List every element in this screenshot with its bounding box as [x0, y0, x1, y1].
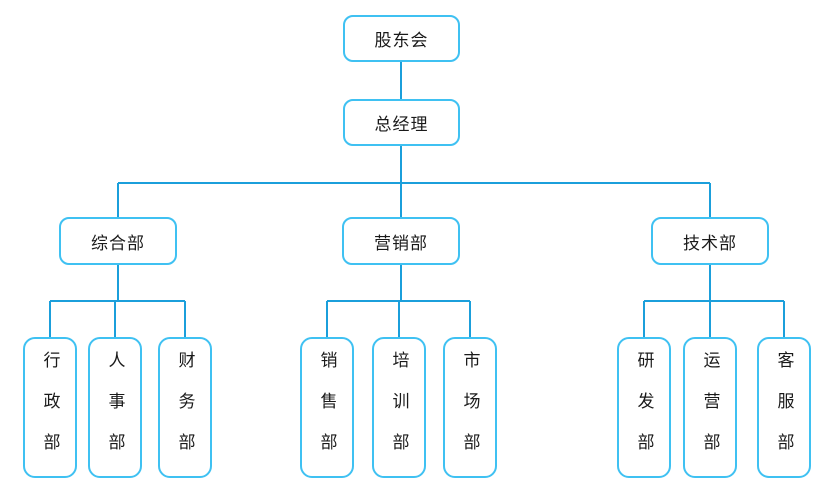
node-sub-training: 培训部: [372, 337, 426, 478]
node-dept-marketing: 营销部: [342, 217, 460, 265]
node-dept-general: 综合部: [59, 217, 177, 265]
node-sub-operations: 运营部: [683, 337, 737, 478]
node-label: 人事部: [105, 351, 125, 474]
node-label: 客服部: [774, 351, 794, 474]
node-label: 技术部: [683, 233, 737, 253]
node-sub-rnd: 研发部: [617, 337, 671, 478]
node-general-manager: 总经理: [343, 99, 460, 146]
node-label: 销售部: [317, 351, 337, 474]
node-label: 研发部: [634, 351, 654, 474]
node-label: 市场部: [460, 351, 480, 474]
node-label: 行政部: [40, 351, 60, 474]
node-label: 营销部: [374, 233, 428, 253]
node-sub-hr: 人事部: [88, 337, 142, 478]
node-shareholders-meeting: 股东会: [343, 15, 460, 62]
node-sub-customer-service: 客服部: [757, 337, 811, 478]
node-dept-technology: 技术部: [651, 217, 769, 265]
node-sub-market: 市场部: [443, 337, 497, 478]
node-label: 总经理: [374, 115, 429, 134]
node-label: 财务部: [175, 351, 195, 474]
node-label: 培训部: [389, 351, 409, 474]
node-sub-finance: 财务部: [158, 337, 212, 478]
node-label: 综合部: [91, 233, 145, 253]
node-label: 运营部: [700, 351, 720, 474]
node-sub-administration: 行政部: [23, 337, 77, 478]
node-label: 股东会: [374, 31, 429, 50]
node-sub-sales: 销售部: [300, 337, 354, 478]
